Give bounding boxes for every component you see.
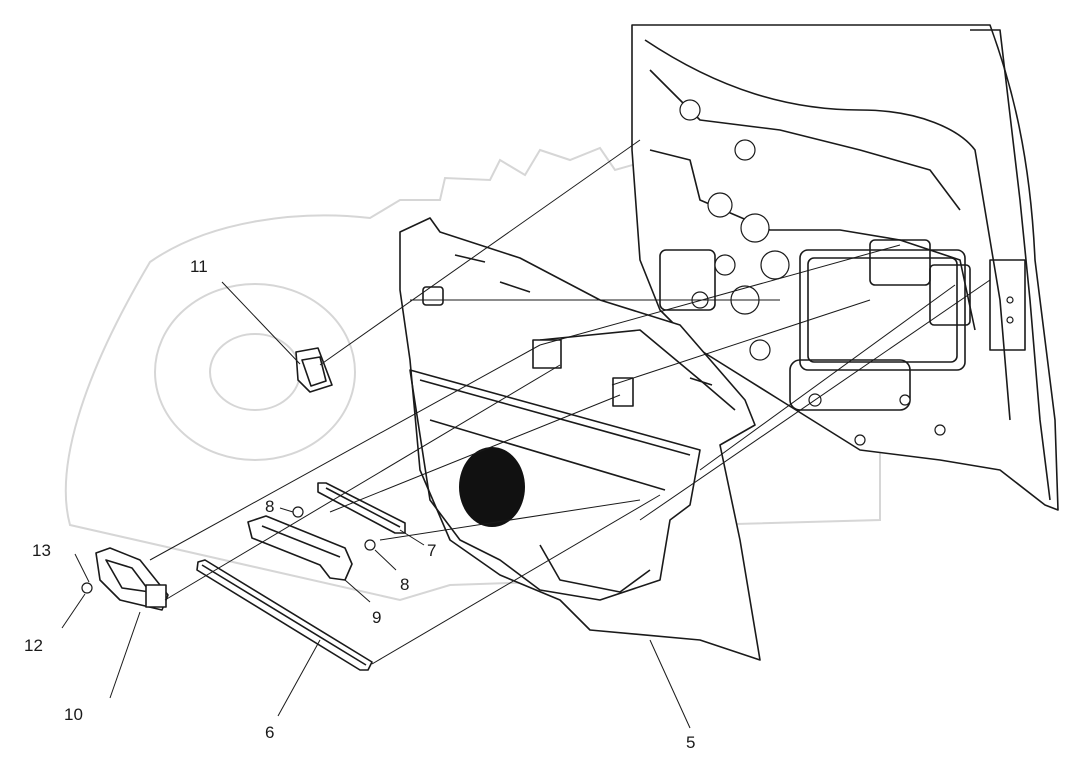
callout-6: 6	[265, 723, 274, 742]
trim-clip	[612, 377, 634, 407]
callout-labels: 11 13 12 10 8 8 7 9 6 5	[24, 257, 695, 752]
part-12-screw	[81, 582, 93, 594]
trim-switch-bezel	[532, 339, 562, 369]
leader-lines	[61, 139, 991, 729]
callout-7: 7	[427, 541, 436, 560]
frame-holes	[653, 99, 1014, 446]
part-6-trim-strip	[196, 559, 373, 671]
callout-8-lower: 8	[400, 575, 409, 594]
callout-10: 10	[64, 705, 83, 724]
part-10-inner-handle	[95, 547, 169, 611]
callout-12: 12	[24, 636, 43, 655]
part-9-pull-handle	[247, 515, 353, 581]
callout-5: 5	[686, 733, 695, 752]
callout-13: 13	[32, 541, 51, 560]
part-8-screw-b	[364, 539, 376, 551]
callout-8-upper: 8	[265, 497, 274, 516]
door-inner-frame	[631, 24, 1059, 511]
callout-11: 11	[190, 257, 208, 276]
watermark-logo	[64, 146, 881, 602]
part-8-screw-a	[292, 506, 304, 518]
callout-9: 9	[372, 608, 381, 627]
frame-hinge-bracket	[989, 259, 1026, 351]
speaker-grille	[459, 447, 525, 527]
door-trim-panel	[399, 217, 761, 661]
part-11-escutcheon	[295, 347, 333, 393]
part-7-bracket	[317, 482, 406, 534]
